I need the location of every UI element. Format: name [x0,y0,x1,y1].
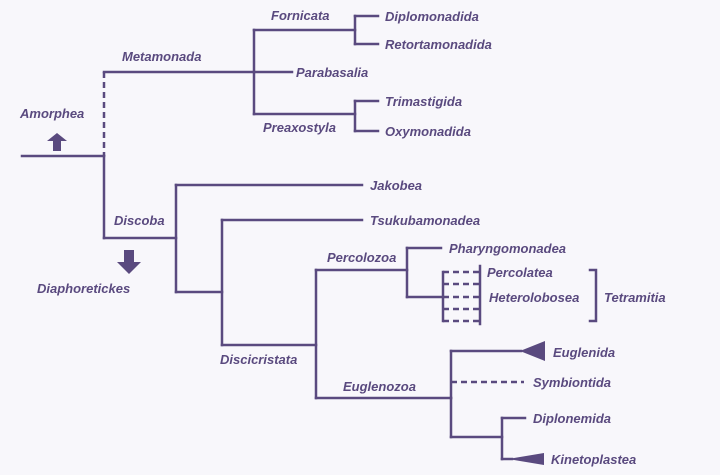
label-symbiontida: Symbiontida [533,375,611,390]
label-amorphea: Amorphea [19,106,84,121]
label-euglenida: Euglenida [553,345,615,360]
label-diplomonadida: Diplomonadida [385,9,479,24]
label-discoba: Discoba [114,213,165,228]
label-jakobea: Jakobea [370,178,422,193]
label-parabasalia: Parabasalia [296,65,368,80]
label-discicristata: Discicristata [220,352,297,367]
euglenida-collapsed-clade [520,341,545,361]
label-metamonada: Metamonada [122,49,201,64]
label-preaxostyla: Preaxostyla [263,120,336,135]
label-diplonemida: Diplonemida [533,411,611,426]
kinetoplastea-collapsed-clade [508,453,544,465]
label-retortamonadida: Retortamonadida [385,37,492,52]
diaphoretickes-down-arrow [117,250,141,274]
tetramitia-bracket [588,268,598,323]
label-percolatea: Percolatea [487,265,553,280]
label-heterolobosea: Heterolobosea [489,290,579,305]
label-pharyngomonadea: Pharyngomonadea [449,241,566,256]
label-oxymonadida: Oxymonadida [385,124,471,139]
label-diaphoretickes: Diaphoretickes [37,281,130,296]
label-tetramitia: Tetramitia [604,290,666,305]
label-fornicata: Fornicata [271,8,330,23]
label-kinetoplastea: Kinetoplastea [551,452,636,467]
label-tsukubamonadea: Tsukubamonadea [370,213,480,228]
amorphea-up-arrow [47,133,67,151]
label-trimastigida: Trimastigida [385,94,462,109]
label-euglenozoa: Euglenozoa [343,379,416,394]
label-percolozoa: Percolozoa [327,250,396,265]
